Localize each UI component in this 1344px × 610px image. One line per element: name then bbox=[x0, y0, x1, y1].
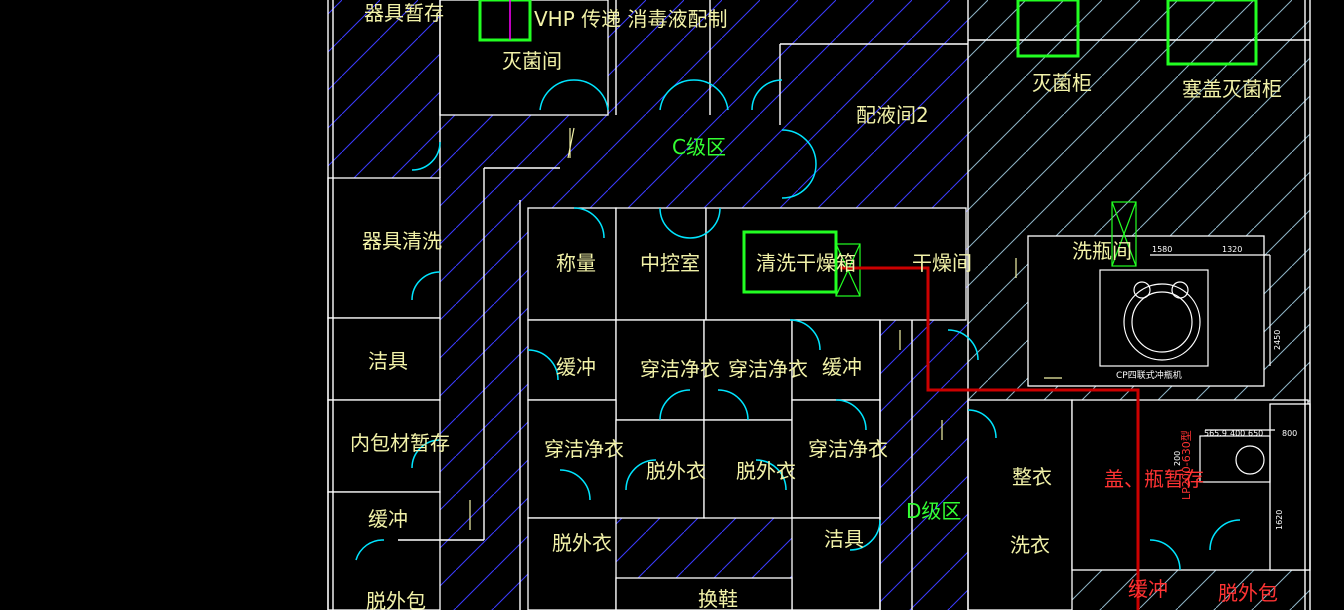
label-wear-clean-2: 穿洁净衣 bbox=[728, 357, 808, 381]
label-weighing: 称量 bbox=[556, 251, 596, 275]
label-sterilization-room: 灭菌间 bbox=[502, 49, 562, 73]
walls bbox=[327, 0, 1311, 610]
label-wash-clothes: 洗衣 bbox=[1010, 533, 1050, 557]
label-remove-outer-3: 脱外衣 bbox=[552, 531, 612, 555]
label-bottle-washing: 洗瓶间 bbox=[1072, 239, 1132, 263]
label-clean-tools-2: 洁具 bbox=[824, 527, 864, 551]
label-wear-clean-3: 穿洁净衣 bbox=[544, 437, 624, 461]
label-clean-tools-1: 洁具 bbox=[368, 349, 408, 373]
label-remove-outer-1: 脱外衣 bbox=[646, 459, 706, 483]
label-buffer-2: 缓冲 bbox=[822, 355, 862, 379]
label-model: LP200-630型 bbox=[1179, 430, 1193, 500]
dim-800: 800 bbox=[1282, 429, 1297, 438]
label-buffer-3: 缓冲 bbox=[368, 507, 408, 531]
room-interiors bbox=[327, 0, 1311, 610]
label-apparatus-cleaning: 器具清洗 bbox=[362, 229, 442, 253]
label-machine: CP四联式冲瓶机 bbox=[1116, 369, 1182, 381]
label-remove-outer-2: 脱外衣 bbox=[736, 459, 796, 483]
label-wear-clean-1: 穿洁净衣 bbox=[640, 357, 720, 381]
label-control-room: 中控室 bbox=[640, 251, 700, 275]
label-inner-pack-storage: 内包材暂存 bbox=[350, 431, 450, 455]
label-cap-bottle-storage: 盖、瓶暂存 bbox=[1104, 467, 1204, 491]
label-apparatus-temp-storage: 器具暂存 bbox=[364, 1, 444, 25]
dim-400: 400 bbox=[1230, 429, 1245, 438]
label-dress: 整衣 bbox=[1012, 465, 1052, 489]
label-zone-c: C级区 bbox=[672, 135, 726, 159]
dim-650: 650 bbox=[1248, 429, 1263, 438]
doors bbox=[355, 79, 1241, 571]
label-remove-outer-pack-2: 脱外包 bbox=[1218, 581, 1278, 605]
equipment-thin bbox=[835, 201, 1137, 297]
bottle-washer-machine bbox=[1099, 254, 1275, 483]
process-pipe bbox=[840, 266, 1140, 610]
label-zone-d: D级区 bbox=[906, 499, 961, 523]
dim-1320: 1320 bbox=[1222, 245, 1242, 254]
label-wash-dry-box: 清洗干燥箱 bbox=[756, 251, 856, 275]
label-prep-room-2: 配液间2 bbox=[856, 103, 929, 127]
dim-5659: 565.9 bbox=[1204, 429, 1227, 438]
label-drying-room: 干燥间 bbox=[912, 251, 972, 275]
label-sterilizer-cabinet: 灭菌柜 bbox=[1032, 71, 1092, 95]
label-remove-outer-pack-1: 脱外包 bbox=[366, 589, 426, 610]
label-buffer-1: 缓冲 bbox=[556, 355, 596, 379]
label-wear-clean-4: 穿洁净衣 bbox=[808, 437, 888, 461]
label-buffer-4: 缓冲 bbox=[1128, 577, 1168, 601]
dim-1580: 1580 bbox=[1152, 245, 1172, 254]
label-stopper-sterilizer: 塞盖灭菌柜 bbox=[1182, 77, 1282, 101]
label-vhp-transfer: VHP 传递 消毒液配制 bbox=[534, 7, 728, 31]
dim-200: 200 bbox=[1173, 451, 1182, 466]
dim-1620: 1620 bbox=[1275, 510, 1284, 530]
dim-2450: 2450 bbox=[1273, 330, 1282, 350]
label-change-shoes: 换鞋 bbox=[698, 587, 738, 610]
direction-marks bbox=[469, 127, 1062, 530]
